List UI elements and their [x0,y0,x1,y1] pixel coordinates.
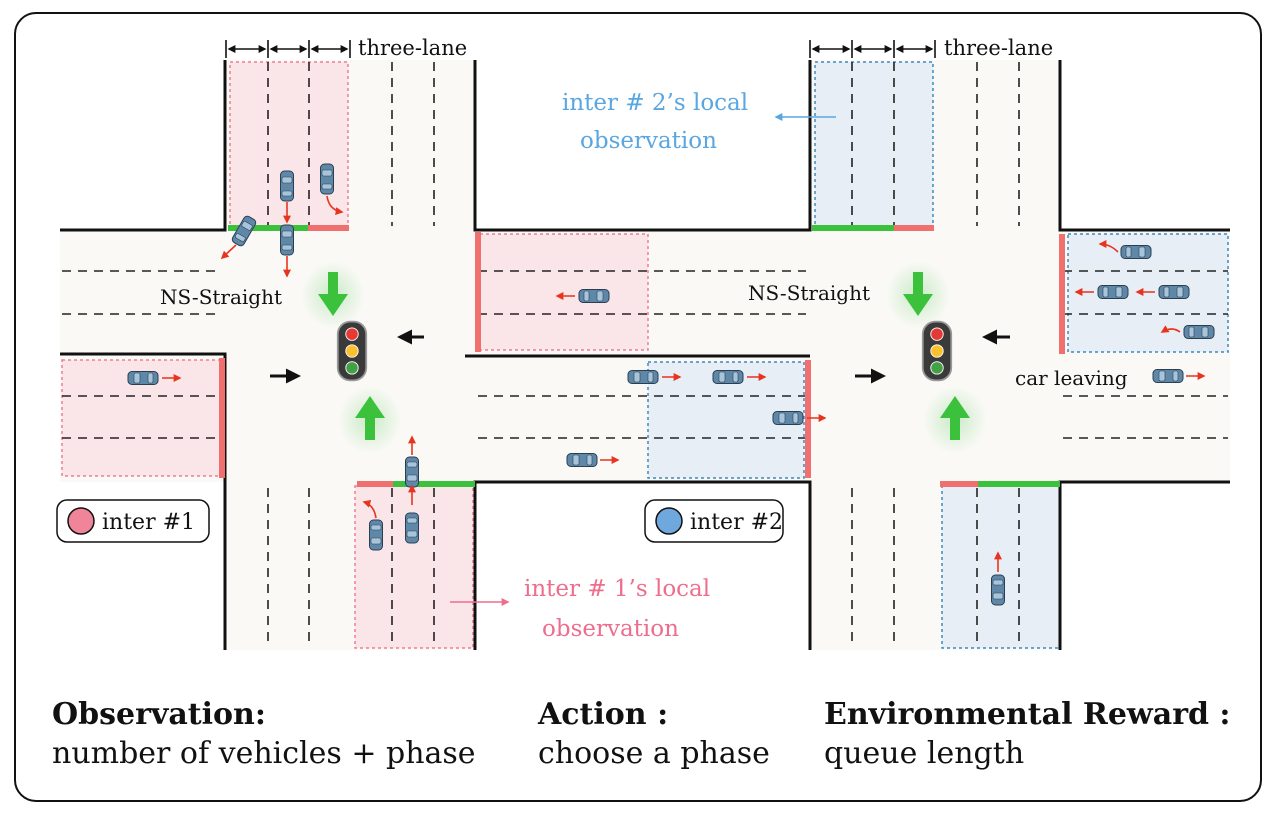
car-icon [280,170,294,202]
inter2-observation-line1: inter # 2’s local [562,90,748,116]
observation-title: Observation: [52,697,266,732]
traffic-light-icon [921,320,953,382]
action-definition: Action : choose a phase [538,696,770,774]
car-icon [320,163,334,195]
car-leaving-label: car leaving [1015,366,1128,390]
car-icon [772,411,804,425]
reward-definition: Environmental Reward : queue length [824,696,1231,774]
inter1-label: inter #1 [102,510,195,535]
reward-text: queue length [824,736,1025,771]
signal-bars [219,225,1065,487]
movement-arrows [162,195,1206,572]
three-lane-label-1: three-lane [358,36,467,60]
inter1-observation-regions [61,61,649,649]
inter2-observation-line2: observation [580,128,717,154]
action-text: choose a phase [538,736,770,771]
car-icon [405,512,419,544]
car-icon [566,453,598,467]
car-icon [627,370,659,384]
inter1-observation-line2: observation [542,616,679,642]
ns-straight-label-1: NS-Straight [160,285,282,309]
inter1-marker-icon [67,507,95,535]
car-icon [1158,285,1190,299]
lane-dimension-marker-2 [809,40,936,58]
lane-dimension-marker-1 [225,40,351,58]
inter2-marker-icon [655,507,683,535]
car-icon [369,519,383,551]
car-icon [1183,325,1215,339]
observation-text: number of vehicles + phase [52,736,476,771]
car-icon [405,456,419,488]
observation-definition: Observation: number of vehicles + phase [52,696,476,774]
ns-straight-label-2: NS-Straight [748,281,870,305]
car-icon [1097,285,1129,299]
car-icon [1152,369,1184,383]
car-icon [712,370,744,384]
inter1-observation-line1: inter # 1’s local [524,576,710,602]
inter2-legend: inter #2 [644,499,784,543]
inter2-label: inter #2 [690,510,783,535]
traffic-light-icon [336,320,368,382]
action-title: Action : [538,697,669,732]
car-icon [991,574,1005,606]
car-icon [1120,245,1152,259]
car-icon [578,289,610,303]
car-icon [127,371,159,385]
inter1-legend: inter #1 [56,499,210,543]
black-arrow-icon [270,329,1010,384]
three-lane-label-2: three-lane [944,36,1053,60]
road-edges [60,60,1230,650]
reward-title: Environmental Reward : [824,697,1231,732]
car-icon [280,224,294,256]
lane-markings [62,62,1228,648]
